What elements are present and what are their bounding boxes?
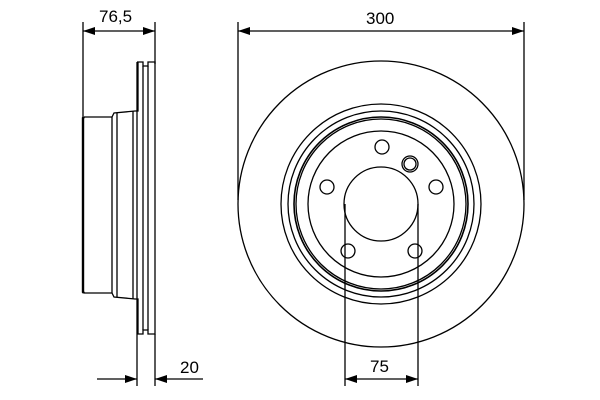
bolt-hole-bottom-right (407, 243, 423, 259)
bolt-hole-left (319, 179, 335, 195)
disc-outer-edge (237, 60, 525, 348)
bolt-hole-right (428, 179, 444, 195)
hat-ring-4 (295, 118, 467, 290)
hub-face (81, 116, 85, 294)
dimension-label-center-bore: 75 (370, 357, 389, 376)
center-bore (343, 166, 419, 242)
hub-top-profile (84, 62, 139, 118)
side-view (81, 22, 203, 386)
dimension-label-diameter: 300 (366, 9, 395, 28)
locating-hole-outer (401, 155, 419, 173)
dimension-label-overall-height: 76,5 (99, 7, 133, 26)
hat-ring-1 (280, 103, 482, 305)
bolt-hole-top (374, 139, 390, 155)
hub-bottom-profile (84, 292, 139, 334)
dimension-label-thickness: 20 (180, 358, 199, 377)
hat-ring-3 (293, 116, 469, 292)
front-view (237, 22, 525, 386)
disc-outline (137, 61, 156, 335)
bolt-hole-bottom-left (340, 243, 356, 259)
hat-ring-2 (287, 110, 475, 298)
locating-hole-inner (403, 157, 417, 171)
hub-face-ring (307, 130, 455, 278)
